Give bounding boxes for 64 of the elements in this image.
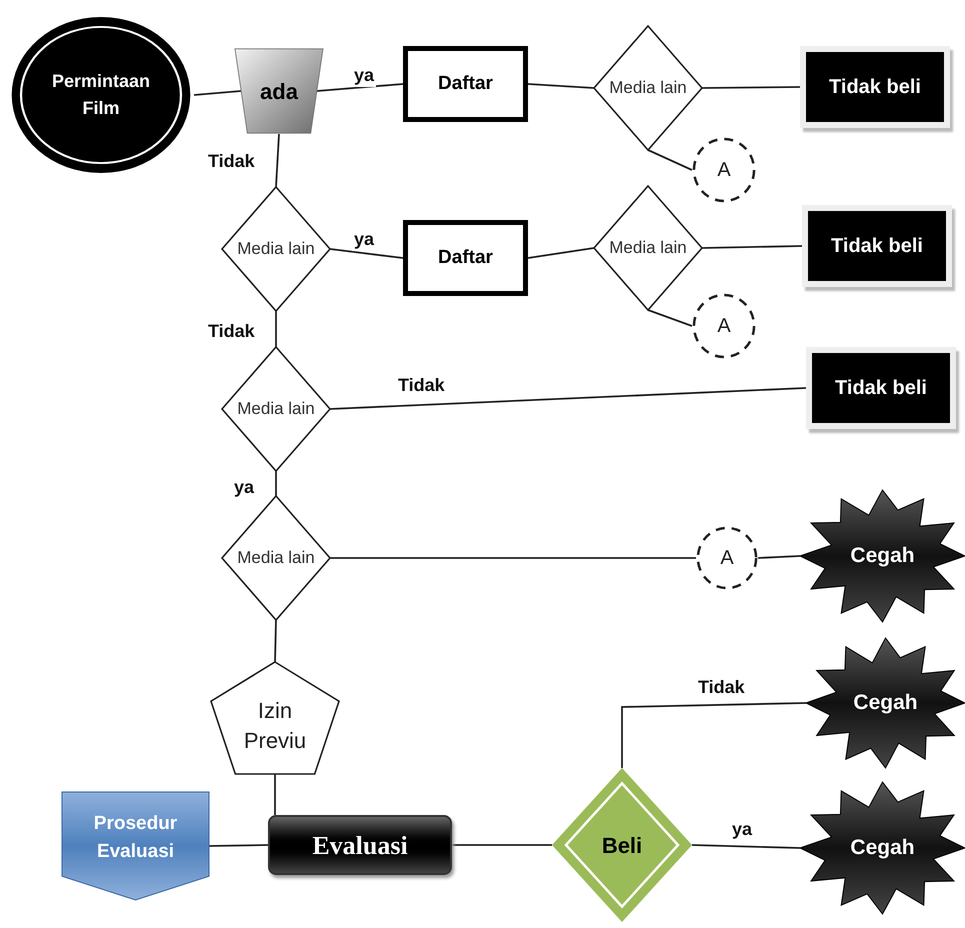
node-text: Media lain [609, 76, 687, 99]
connector-circle [692, 293, 756, 359]
node-text: Media lain [237, 546, 315, 569]
node-text: A [717, 158, 731, 183]
connector-line [692, 844, 800, 849]
decision-diamond [552, 768, 692, 922]
connector-line [702, 86, 800, 89]
decision-diamond [594, 186, 702, 310]
process-box [268, 815, 452, 875]
node-text: Prosedur Evaluasi [92, 812, 178, 864]
connector-line [528, 247, 594, 259]
connector-line [194, 90, 242, 96]
connector-line [208, 844, 268, 847]
node-text: Cegah [850, 835, 915, 862]
procedure-shape [62, 792, 209, 900]
decision-trapezoid [235, 48, 323, 134]
node-text: Tidak beli [831, 234, 923, 259]
connector-line [274, 620, 277, 662]
node-text: Tidak beli [829, 75, 921, 100]
terminal-box [806, 347, 956, 429]
connector-line [274, 774, 276, 815]
terminal-box [800, 46, 950, 128]
node-text: Daftar [438, 72, 493, 96]
connector-line [621, 702, 806, 768]
node-text: Permintaan Film [51, 70, 151, 120]
connector-line [528, 83, 594, 89]
node-text: Media lain [609, 236, 687, 259]
connector-line [758, 555, 800, 559]
node-text: Media lain [237, 398, 315, 420]
node-text: A [720, 546, 734, 571]
decision-diamond [222, 187, 330, 311]
node-text: Izin Previu [242, 697, 308, 755]
decision-diamond [594, 26, 702, 150]
connector-line [330, 557, 696, 559]
connector-circle [696, 526, 758, 590]
explosion-shape [800, 782, 965, 914]
connector-line [648, 149, 692, 171]
node-text: Beli [602, 832, 642, 860]
explosion-shape [800, 490, 965, 622]
connector-line [316, 83, 404, 92]
node-text: Media lain [237, 238, 315, 260]
node-text: Cegah [850, 543, 915, 570]
connector-line [452, 844, 552, 846]
connector-line [330, 248, 404, 259]
connector-circle [692, 137, 756, 203]
node-text: Tidak beli [835, 376, 927, 401]
node-text: Evaluasi [312, 830, 408, 862]
decision-diamond [222, 496, 330, 620]
node-text: Cegah [853, 690, 918, 716]
pentagon-shape [211, 662, 339, 774]
node-text: A [717, 314, 731, 339]
node-text: ada [260, 78, 298, 106]
connector-line [275, 134, 280, 188]
process-box [403, 46, 528, 122]
process-box [403, 220, 528, 296]
connector-line [702, 245, 802, 249]
connector-line [648, 309, 692, 327]
connector-line [275, 311, 277, 347]
connector-line [330, 387, 806, 410]
decision-diamond [222, 347, 330, 471]
explosion-shape [806, 638, 965, 768]
connector-line [275, 471, 277, 496]
terminal-box [802, 205, 952, 287]
node-text: Daftar [438, 246, 493, 270]
